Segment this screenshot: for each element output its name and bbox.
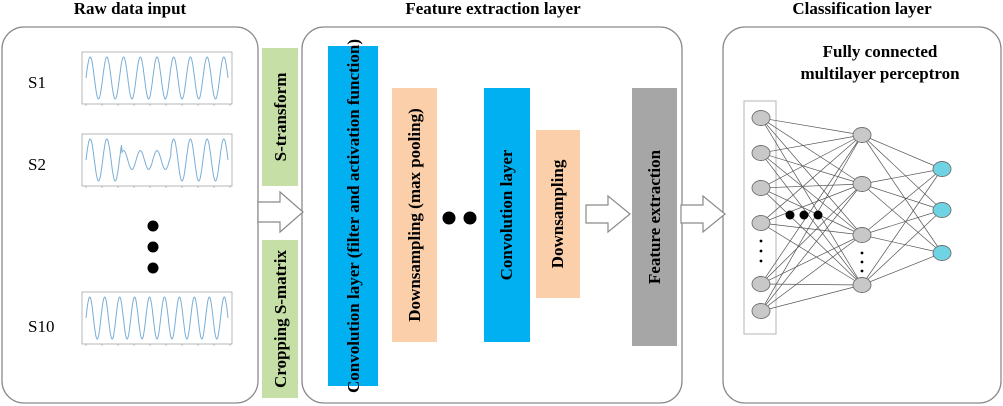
input-node [751,276,771,292]
hidden-vertical-ellipsis [860,251,864,273]
header-classification: Classification layer [792,0,932,18]
arrow-raw-to-feature [257,190,304,234]
input-vertical-ellipsis [759,239,763,263]
mlp-edge [861,134,943,211]
mlp-edge [760,134,863,285]
mlp-edge [861,168,943,236]
mlp-edge [760,234,863,312]
mlp-edge [760,152,863,236]
s-transform-box [262,48,298,186]
input-node [751,303,771,319]
input-node [751,110,771,126]
signal-plot-s1 [81,51,233,105]
mlp-edge [760,183,863,189]
conv-layer-1-label: Convolution layer (filter and activation… [344,39,363,393]
mlp-edge [760,117,863,286]
header-feature-extraction: Feature extraction layer [405,0,581,18]
mlp-edge [861,209,943,236]
conv-layer-1 [328,46,378,386]
arrow-to-feature-extraction [585,194,631,234]
mlp-edge [760,234,863,285]
mlp-edge [760,183,863,312]
mlp-edge [760,187,863,236]
arrow-feature-to-classification [680,194,726,234]
mlp-edge [861,252,943,286]
input-node [751,180,771,196]
pooling-layer-2-label: Downsampling [548,159,567,268]
mlp-edge [760,283,863,286]
hidden-node [852,277,872,293]
mlp-edge [760,134,863,312]
mlp-edge [861,168,943,185]
output-node [932,245,952,261]
hidden-node [852,176,872,192]
conv-layer-2-label: Convolution layer [497,149,516,280]
input-node [751,145,771,161]
signal-plot-s2 [81,133,233,187]
mlp-edge [861,209,943,286]
pooling-layer-1 [392,88,437,342]
signal-label-s10: S10 [28,317,54,336]
mlp-edge [760,134,863,189]
cnn-ellipsis [442,211,477,225]
signal-ellipsis [147,220,159,274]
hidden-node [852,227,872,243]
feature-extraction-label: Feature extraction [645,149,664,284]
pooling-layer-1-label: Downsampling (max pooling) [405,108,424,321]
mlp-edge [760,222,863,236]
mlp-edge [861,234,943,254]
mlp-edge [760,222,863,286]
mlp-edge [760,152,863,185]
mlp-edge [760,117,863,236]
signal-label-s1: S1 [28,73,46,92]
mlp-edge [861,168,943,286]
mlp-title-line1: Fully connected [823,42,938,61]
mlp-edge [760,117,863,136]
s-transform-label: S-transform [271,73,290,162]
pooling-layer-2 [536,130,580,298]
mlp-edge [861,134,943,254]
mlp-edge [760,187,863,286]
mlp-edge [760,183,863,224]
signal-label-s2: S2 [28,155,46,174]
mlp-edge [861,183,943,211]
signal-plot-s10 [81,291,233,345]
mlp-edge [760,134,863,154]
feature-extraction-block [632,88,677,346]
mlp-edge [760,134,863,224]
mlp-nodes [751,110,952,319]
cropping-label: Cropping S-matrix [271,249,290,388]
header-raw-data: Raw data input [74,0,187,18]
mlp-edge [760,284,863,312]
mlp-edge [760,117,863,185]
layer-horizontal-ellipsis [785,210,823,220]
output-node [932,161,952,177]
mlp-edge [861,134,943,170]
mlp-title-line2: multilayer perceptron [800,64,960,83]
mlp-connections [760,117,943,312]
conv-layer-2 [484,88,530,342]
mlp-edge [861,183,943,254]
mlp-edge [760,183,863,285]
cropping-box [262,240,298,398]
input-node [751,215,771,231]
hidden-node [852,127,872,143]
mlp-edge [760,152,863,286]
plot-ticks [85,104,231,346]
output-node [932,202,952,218]
input-layer-frame [743,100,777,335]
